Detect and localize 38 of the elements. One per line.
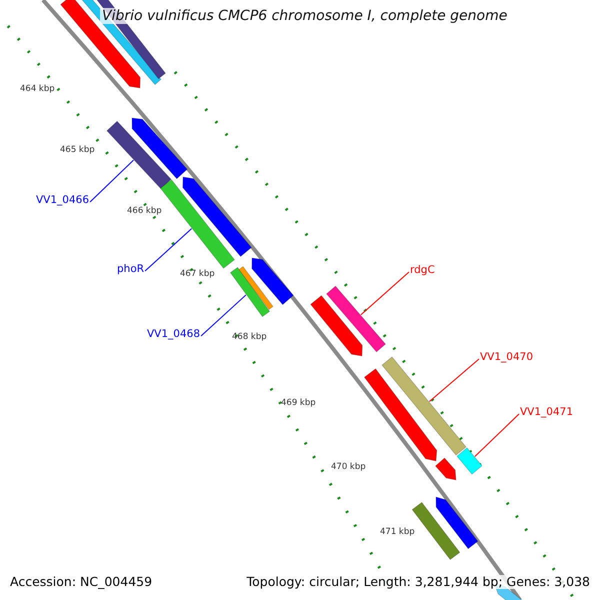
scale-label: 466 kbp bbox=[127, 207, 162, 217]
genome-info-text: Topology: circular; Length: 3,281,944 bp; Genes: 3,038 bbox=[246, 575, 590, 590]
gene-label: VV1_0466 bbox=[36, 194, 90, 206]
gene-label: VV1_0471 bbox=[520, 406, 574, 418]
gene-bar bbox=[435, 458, 456, 480]
scale-label: 468 kbp bbox=[232, 333, 267, 343]
scale-label: 467 kbp bbox=[180, 270, 215, 280]
scale-label: 470 kbp bbox=[331, 463, 366, 473]
gene-bar bbox=[60, 0, 140, 88]
gene-bar bbox=[252, 258, 294, 306]
gene-bar bbox=[456, 447, 482, 475]
gene-bar bbox=[382, 356, 466, 456]
leader-line bbox=[474, 414, 520, 458]
gene-bar bbox=[182, 176, 252, 257]
scale-label: 464 kbp bbox=[20, 85, 55, 95]
scale-label: 469 kbp bbox=[281, 399, 316, 409]
gene-bar bbox=[230, 266, 270, 318]
gene-label: rdgC bbox=[410, 264, 435, 276]
leader-line bbox=[144, 228, 192, 272]
gene-bar bbox=[160, 179, 235, 269]
scale-label: 471 kbp bbox=[380, 528, 415, 538]
gene-bar bbox=[238, 266, 274, 310]
leader-line bbox=[360, 272, 410, 316]
gene-bar bbox=[310, 295, 363, 356]
gene-bar bbox=[436, 496, 478, 550]
gene-label: phoR bbox=[117, 263, 144, 276]
map-title: Vibrio vulnificus CMCP6 chromosome I, complete genome bbox=[100, 8, 510, 24]
leader-line bbox=[90, 160, 134, 203]
gene-label: VV1_0470 bbox=[480, 351, 534, 364]
accession-text: Accession: NC_004459 bbox=[10, 575, 152, 590]
gene-bar bbox=[326, 286, 386, 352]
leader-line bbox=[200, 294, 246, 337]
gene-bar bbox=[106, 120, 172, 190]
gene-bar bbox=[132, 118, 188, 180]
gene-bar bbox=[364, 368, 438, 462]
gene-label: VV1_0468 bbox=[147, 328, 200, 340]
scale-label: 465 kbp bbox=[60, 146, 95, 156]
leader-line bbox=[428, 358, 480, 402]
